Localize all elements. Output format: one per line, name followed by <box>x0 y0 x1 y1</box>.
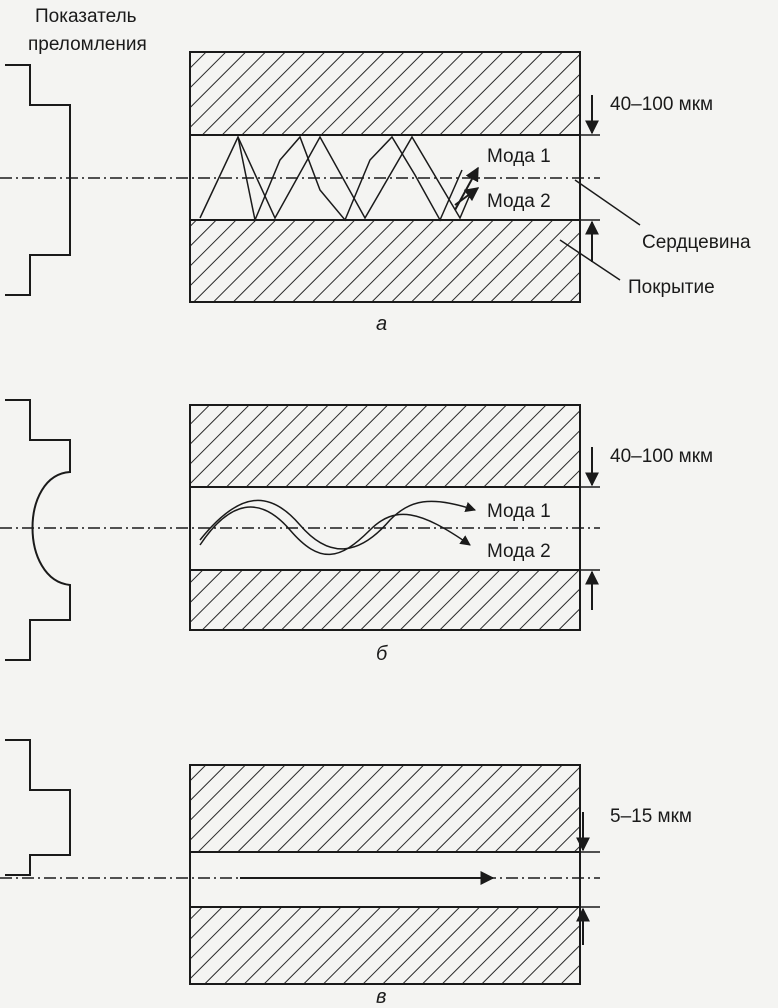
cladding-top-c <box>189 764 581 853</box>
step-index-profile-c <box>5 739 71 876</box>
caption-a: а <box>376 313 387 335</box>
cladding-bottom-c <box>189 906 581 985</box>
dimension-label-b: 40–100 мкм <box>610 446 713 467</box>
caption-b: б <box>376 643 388 665</box>
cladding-top-b <box>189 404 581 488</box>
mode2-arrow-a <box>454 187 480 206</box>
mode1-ray-a <box>199 135 473 220</box>
graded-index-profile-b <box>5 399 71 661</box>
mode1-label-a: Мода 1 <box>487 146 551 167</box>
cladding-leader-line <box>559 239 621 281</box>
profile-label-line2: преломления <box>28 34 147 55</box>
cladding-top-a <box>189 51 581 136</box>
mode2-label-b: Мода 2 <box>487 541 551 562</box>
mode2-label-a: Мода 2 <box>487 191 551 212</box>
profile-label-line1: Показатель <box>35 6 137 27</box>
caption-c: в <box>376 986 386 1008</box>
cladding-label: Покрытие <box>628 277 715 298</box>
core-c <box>189 851 581 908</box>
step-index-profile-a <box>5 64 71 296</box>
panel-b: 40–100 мкм Мода 1 Мода 2 б <box>0 399 713 665</box>
core-label: Сердцевина <box>642 232 751 253</box>
mode1-ray-b <box>199 499 476 550</box>
mode2-ray-b <box>199 506 471 556</box>
panel-c: 5–15 мкм в <box>0 739 692 1008</box>
core-leader-line <box>574 179 641 226</box>
cladding-bottom-b <box>189 569 581 631</box>
mode1-label-b: Мода 1 <box>487 501 551 522</box>
dimension-label-c: 5–15 мкм <box>610 806 692 827</box>
panel-a: 40–100 мкм Мода 1 Мода 2 Сердцевина Покр… <box>0 51 751 335</box>
mode2-ray-a <box>237 135 463 223</box>
dimension-label-a: 40–100 мкм <box>610 94 713 115</box>
cladding-bottom-a <box>189 219 581 303</box>
